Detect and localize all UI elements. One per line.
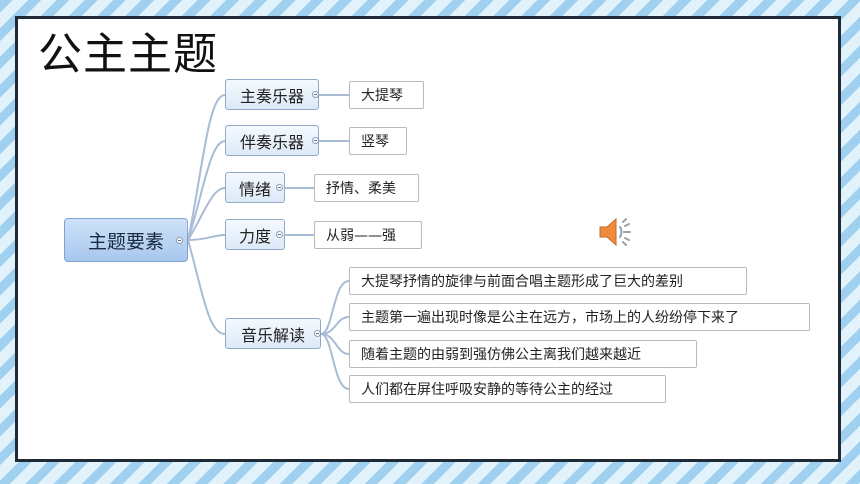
- collapse-toggle-icon[interactable]: [276, 231, 283, 238]
- leaf-label: 大提琴: [361, 88, 403, 104]
- branch-label: 力度: [238, 226, 271, 246]
- leaf-node-interpretation-1[interactable]: 大提琴抒情的旋律与前面合唱主题形成了巨大的差别: [349, 267, 747, 295]
- collapse-toggle-icon[interactable]: [276, 184, 283, 191]
- branch-label: 伴奏乐器: [239, 132, 304, 152]
- collapse-toggle-icon[interactable]: [314, 330, 321, 337]
- slide-title: 公主主题: [38, 29, 218, 80]
- branch-node-dynamics[interactable]: 力度: [225, 219, 285, 250]
- branch-node-interpretation[interactable]: 音乐解读: [225, 318, 321, 349]
- leaf-label: 从弱——强: [326, 228, 396, 244]
- leaf-node-harp[interactable]: 竖琴: [349, 127, 407, 155]
- leaf-node-dynamics-value[interactable]: 从弱——强: [314, 221, 422, 249]
- root-node-label: 主题要素: [87, 230, 164, 253]
- slide-canvas: 公主主题 主题要素 主奏乐器 伴奏乐器 情绪 力度: [15, 16, 841, 462]
- leaf-label: 抒情、柔美: [326, 181, 396, 197]
- connector-root-branch-5: [187, 239, 226, 335]
- leaf-node-interpretation-2[interactable]: 主题第一遍出现时像是公主在远方，市场上的人纷纷停下来了: [349, 303, 810, 331]
- leaf-node-interpretation-4[interactable]: 人们都在屏住呼吸安静的等待公主的经过: [349, 375, 666, 403]
- branch-label: 音乐解读: [240, 325, 305, 345]
- leaf-label: 随着主题的由弱到强仿佛公主离我们越来越近: [361, 347, 641, 363]
- speaker-volume-icon[interactable]: [598, 215, 634, 249]
- connector-root-branch-4: [187, 234, 226, 241]
- leaf-label: 人们都在屏住呼吸安静的等待公主的经过: [361, 382, 613, 398]
- mindmap-connectors: [187, 94, 350, 390]
- connector-root-branch-2: [187, 140, 226, 241]
- leaf-node-emotion-value[interactable]: 抒情、柔美: [314, 174, 419, 202]
- collapse-toggle-icon[interactable]: [176, 237, 183, 244]
- leaf-label: 大提琴抒情的旋律与前面合唱主题形成了巨大的差别: [361, 274, 683, 290]
- leaf-label: 竖琴: [361, 134, 389, 150]
- mindmap-root-node[interactable]: 主题要素: [64, 218, 188, 262]
- connector-root-branch-1: [187, 94, 226, 241]
- branch-node-accompaniment[interactable]: 伴奏乐器: [225, 125, 319, 156]
- leaf-node-cello[interactable]: 大提琴: [349, 81, 424, 109]
- leaf-node-interpretation-3[interactable]: 随着主题的由弱到强仿佛公主离我们越来越近: [349, 340, 697, 368]
- collapse-toggle-icon[interactable]: [312, 137, 319, 144]
- connector-root-branch-3: [187, 187, 226, 241]
- branch-node-lead-instrument[interactable]: 主奏乐器: [225, 79, 319, 110]
- branch-node-emotion[interactable]: 情绪: [225, 172, 285, 203]
- branch-label: 主奏乐器: [239, 86, 304, 106]
- connector-branch-5-leaf-4: [320, 333, 350, 390]
- branch-label: 情绪: [238, 179, 271, 199]
- connector-branch-5-leaf-1: [320, 280, 350, 335]
- collapse-toggle-icon[interactable]: [312, 91, 319, 98]
- leaf-label: 主题第一遍出现时像是公主在远方，市场上的人纷纷停下来了: [361, 310, 739, 326]
